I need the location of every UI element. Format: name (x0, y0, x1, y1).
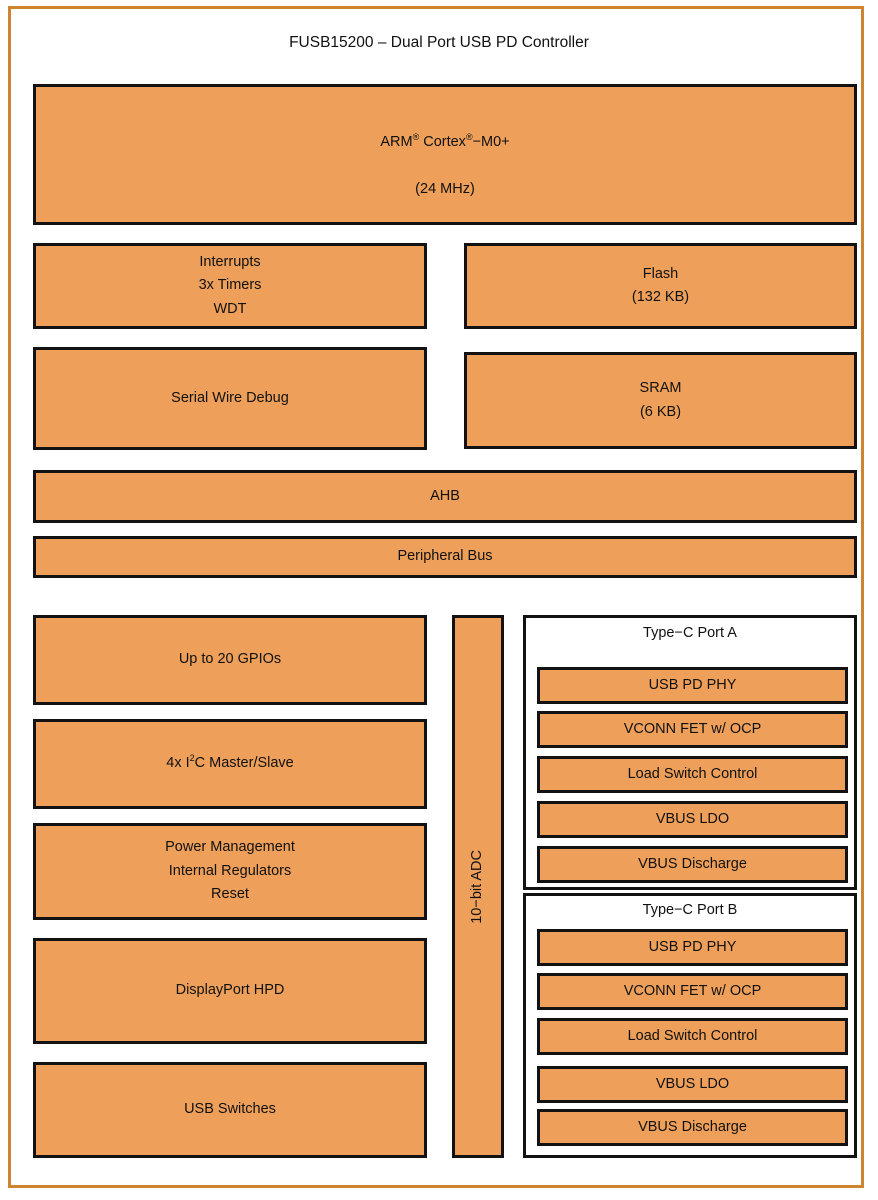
block-port-b-vconn-fet-ocp: VCONN FET w/ OCP (537, 973, 848, 1010)
block-interrupts-timers-wdt: Interrupts 3x Timers WDT (33, 243, 427, 329)
block-adc-label: 10−bit ADC (469, 849, 486, 924)
core-name-suffix: −M0+ (472, 134, 510, 151)
registered-icon-2: ® (465, 132, 473, 143)
block-port-a-usb-pd-phy: USB PD PHY (537, 667, 848, 704)
block-gpios: Up to 20 GPIOs (33, 615, 427, 705)
block-arm-cortex-m0: ARM® Cortex®−M0+ (24 MHz) (33, 84, 857, 225)
block-10bit-adc: 10−bit ADC (452, 615, 504, 1158)
block-sram: SRAM (6 KB) (464, 352, 857, 449)
block-flash-label: Flash (132 KB) (631, 265, 690, 305)
i2c-suffix: C Master/Slave (194, 755, 294, 772)
block-port-a-load-switch-control: Load Switch Control (537, 756, 848, 793)
block-i2c-master-slave: 4x I2C Master/Slave (33, 719, 427, 809)
core-clock-label: (24 MHz) (415, 180, 475, 197)
group-type-c-port-b: Type−C Port B USB PD PHY VCONN FET w/ OC… (523, 893, 857, 1158)
core-name-prefix: ARM (380, 134, 413, 151)
port-a-item-label: VCONN FET w/ OCP (623, 720, 762, 737)
port-b-item-label: VCONN FET w/ OCP (623, 982, 762, 999)
block-serial-wire-debug: Serial Wire Debug (33, 347, 427, 450)
block-port-b-usb-pd-phy: USB PD PHY (537, 929, 848, 966)
block-port-b-vbus-ldo: VBUS LDO (537, 1066, 848, 1103)
group-type-c-port-a: Type−C Port A USB PD PHY VCONN FET w/ OC… (523, 615, 857, 890)
i2c-prefix: 4x I (166, 755, 190, 772)
registered-icon: ® (412, 132, 420, 143)
block-peripheral-bus-label: Peripheral Bus (397, 548, 493, 565)
block-i2c-label: 4x I2C Master/Slave (166, 753, 294, 775)
port-b-title: Type−C Port B (642, 902, 738, 918)
block-port-a-vbus-discharge: VBUS Discharge (537, 846, 848, 883)
block-port-b-vbus-discharge: VBUS Discharge (537, 1109, 848, 1146)
core-name-middle: Cortex (419, 134, 466, 151)
port-a-item-label: Load Switch Control (627, 765, 758, 782)
block-flash: Flash (132 KB) (464, 243, 857, 329)
page-title: FUSB15200 – Dual Port USB PD Controller (289, 34, 589, 51)
block-swd-label: Serial Wire Debug (171, 389, 289, 406)
port-b-item-label: VBUS LDO (655, 1075, 730, 1092)
block-sram-label: SRAM (6 KB) (639, 380, 682, 420)
block-power-management: Power Management Internal Regulators Res… (33, 823, 427, 920)
block-peripheral-bus: Peripheral Bus (33, 536, 857, 578)
block-port-b-load-switch-control: Load Switch Control (537, 1018, 848, 1055)
block-power-label: Power Management Internal Regulators Res… (165, 839, 295, 903)
block-interrupts-label: Interrupts 3x Timers WDT (198, 253, 262, 317)
block-displayport-hpd: DisplayPort HPD (33, 938, 427, 1044)
block-usb-switches: USB Switches (33, 1062, 427, 1158)
port-a-item-label: USB PD PHY (648, 676, 737, 693)
block-ahb-bus: AHB (33, 470, 857, 523)
block-port-a-vbus-ldo: VBUS LDO (537, 801, 848, 838)
i2c-superscript-two: 2 (189, 753, 195, 764)
block-ahb-label: AHB (430, 487, 460, 504)
core-block-label: ARM® Cortex®−M0+ (24 MHz) (380, 108, 509, 202)
port-b-item-label: Load Switch Control (627, 1027, 758, 1044)
port-b-item-label: VBUS Discharge (638, 1118, 747, 1135)
block-displayport-label: DisplayPort HPD (175, 982, 285, 999)
block-usb-switches-label: USB Switches (184, 1101, 276, 1118)
port-a-item-label: VBUS Discharge (638, 855, 747, 872)
port-b-item-label: USB PD PHY (648, 938, 737, 955)
port-a-item-label: VBUS LDO (655, 810, 730, 827)
block-port-a-vconn-fet-ocp: VCONN FET w/ OCP (537, 711, 848, 748)
port-a-title: Type−C Port A (643, 625, 737, 641)
block-gpios-label: Up to 20 GPIOs (178, 651, 282, 668)
